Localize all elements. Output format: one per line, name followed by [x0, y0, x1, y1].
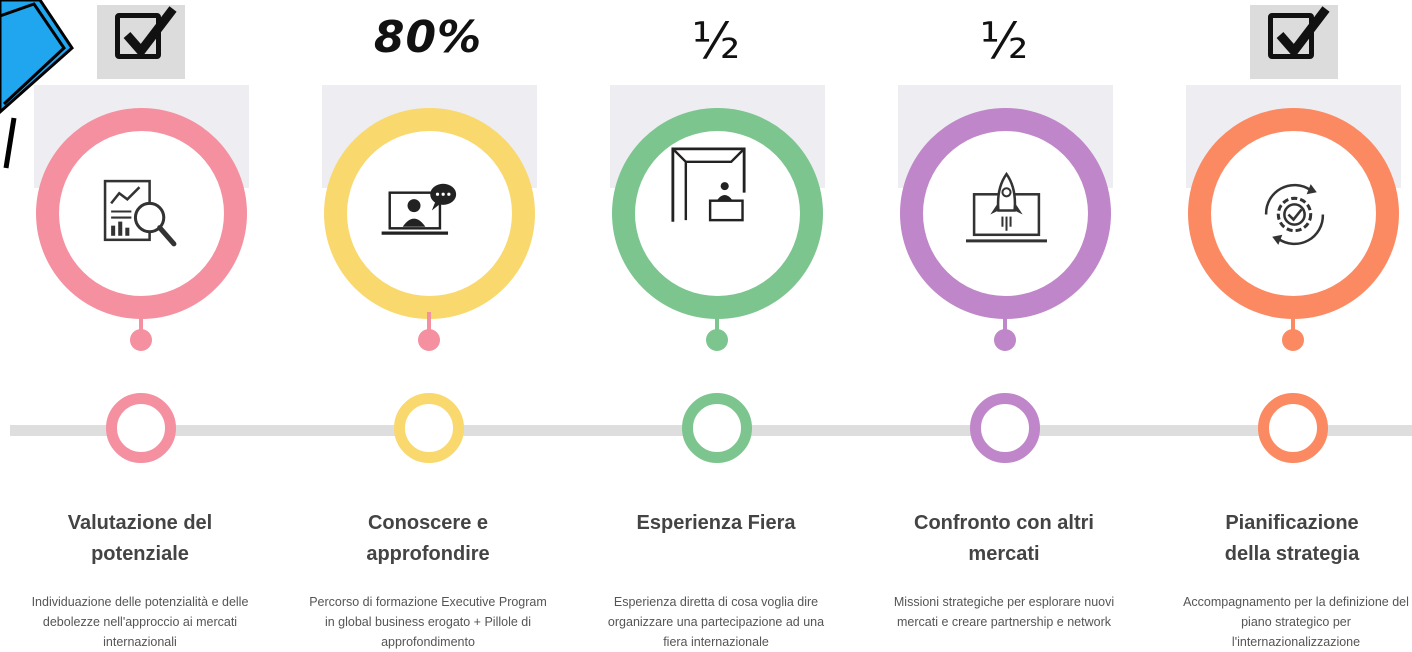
connector-stem [1003, 312, 1007, 340]
connector-dot [994, 329, 1016, 351]
step-conoscere: 80% Conoscere e approfondire Percorso di… [288, 0, 568, 649]
trade-fair-booth-icon [671, 147, 746, 222]
step-description: Percorso di formazione Executive Program… [309, 595, 547, 649]
step-confronto-mercati: ½ Confronto con altri mercati Missioni s… [864, 0, 1144, 648]
progress-percent-badge: 80% [373, 12, 483, 63]
timeline-node [682, 393, 752, 463]
gear-check-cycle-icon [1264, 183, 1325, 246]
completed-check-badge [1250, 5, 1338, 79]
progress-half-badge: ½ [691, 12, 741, 70]
timeline-node [1258, 393, 1328, 463]
step-circle [324, 108, 535, 319]
connector-dot [706, 329, 728, 351]
connector-dot [1282, 329, 1304, 351]
video-call-chat-icon [381, 183, 457, 235]
corner-annotation-mark [0, 0, 74, 169]
analytics-magnifier-icon [103, 179, 177, 247]
step-circle [36, 108, 247, 319]
connector-dot [418, 329, 440, 351]
connector-stem [139, 312, 143, 340]
connector-dot [130, 329, 152, 351]
step-circle [612, 108, 823, 319]
step-title: Pianificazione della strategia [1224, 512, 1360, 565]
step-title: Confronto con altri mercati [914, 512, 1094, 565]
step-circle [900, 108, 1111, 319]
connector-stem [427, 312, 431, 340]
step-description: Esperienza diretta di cosa voglia dire o… [607, 595, 825, 649]
timeline-node [394, 393, 464, 463]
connector-stem [715, 312, 719, 340]
step-title: Conoscere e approfondire [366, 512, 490, 565]
timeline-node [970, 393, 1040, 463]
step-description: Accompagnamento per la definizione del p… [1183, 595, 1409, 649]
step-title: Valutazione del potenziale [67, 512, 213, 565]
timeline-node [106, 393, 176, 463]
step-title: Esperienza Fiera [636, 512, 796, 534]
rocket-laptop-icon [966, 171, 1047, 243]
step-valutazione: Valutazione del potenziale Individuazion… [0, 0, 280, 649]
step-description: Missioni strategiche per esplorare nuovi… [893, 595, 1115, 629]
completed-check-badge [97, 5, 185, 79]
connector-stem [1291, 312, 1295, 340]
step-pianificazione: Pianificazione della strategia Accompagn… [1152, 0, 1412, 649]
step-description: Individuazione delle potenzialità e dell… [31, 595, 249, 649]
step-esperienza-fiera: ½ Esperienza Fiera Esperienza diretta di… [576, 0, 856, 649]
step-circle [1188, 108, 1399, 319]
progress-half-badge: ½ [979, 12, 1029, 70]
